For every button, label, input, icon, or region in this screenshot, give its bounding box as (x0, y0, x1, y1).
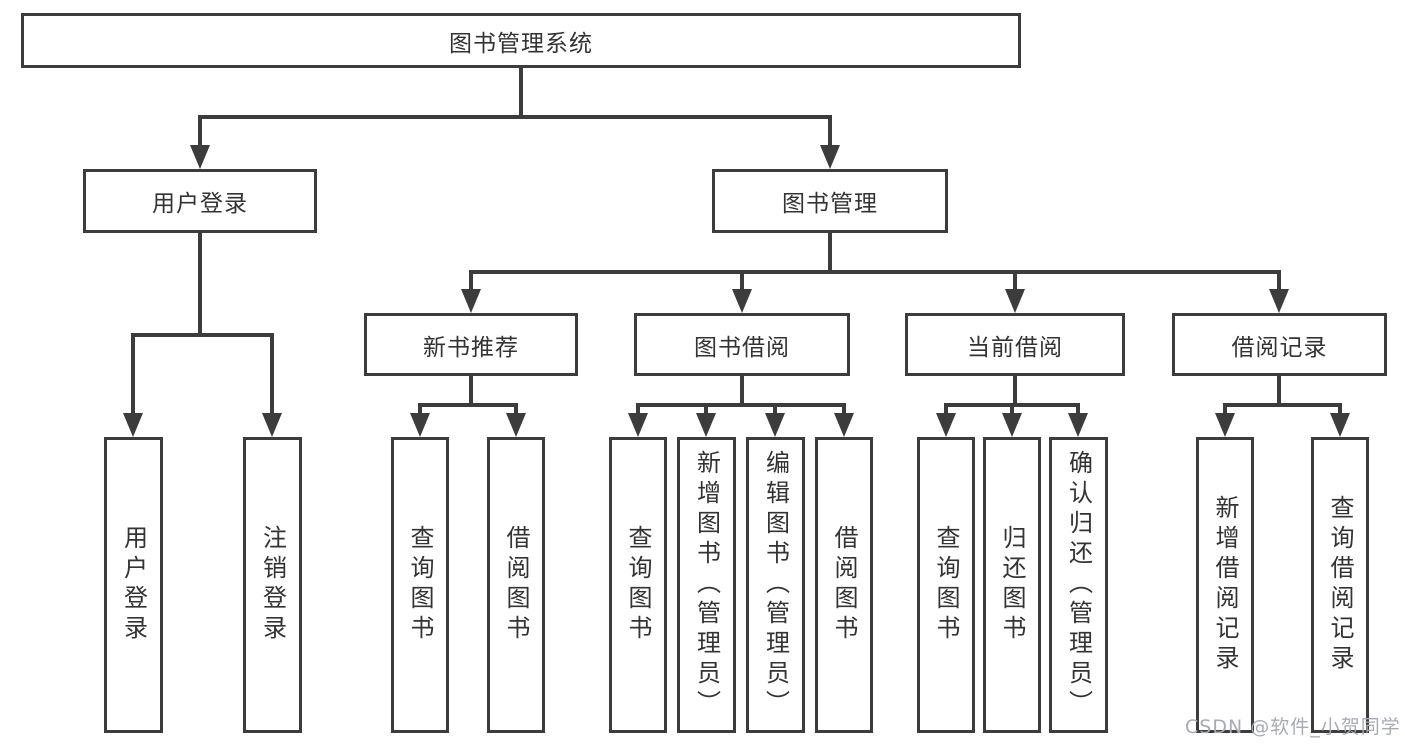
arrow-down-icon (262, 413, 282, 437)
node-library-system-root: 图书管理系统 (21, 13, 1021, 68)
connector-to-leaf-line (270, 333, 274, 415)
connector-to-node-line (469, 270, 473, 291)
connector-to-leaf-line (1010, 403, 1014, 415)
leaf-user-login: 用户登录 (104, 437, 163, 733)
leaf-label: 用户登录 (119, 525, 148, 645)
connector-book-management-stem (828, 233, 832, 274)
arrow-down-icon (123, 413, 143, 437)
leaf-borrow-books-recommend: 借阅图书 (487, 437, 545, 733)
leaf-query-books-borrow: 查询图书 (609, 437, 667, 733)
leaf-return-books: 归还图书 (983, 437, 1041, 733)
node-user-login: 用户登录 (83, 169, 317, 233)
leaf-label: 确认归还（管理员） (1064, 450, 1093, 720)
connector-new-book-stem (469, 376, 473, 407)
arrow-down-icon (1068, 413, 1088, 437)
arrow-down-icon (732, 289, 752, 313)
node-book-borrow: 图书借阅 (634, 313, 850, 376)
arrow-down-icon (1005, 289, 1025, 313)
connector-to-leaf-line (1338, 403, 1342, 415)
node-label: 新书推荐 (423, 334, 519, 361)
connector-to-leaf-line (131, 333, 135, 415)
arrow-down-icon (765, 413, 785, 437)
node-label: 用户登录 (152, 191, 248, 217)
leaf-label: 注销登录 (258, 525, 287, 645)
connector-to-leaf-line (842, 403, 846, 415)
connector-to-leaf-line (636, 403, 640, 415)
connector-to-node-line (1013, 270, 1017, 291)
connector-book-borrow-hline (636, 403, 846, 407)
connector-borrow-records-hline (1223, 403, 1342, 407)
connector-root-hline (198, 115, 832, 119)
node-current-borrow: 当前借阅 (905, 313, 1125, 376)
arrow-down-icon (1002, 413, 1022, 437)
connector-to-user-login-line (198, 115, 202, 147)
arrow-down-icon (190, 145, 210, 169)
leaf-label: 查询图书 (624, 525, 652, 645)
leaf-label: 查询图书 (406, 525, 434, 645)
node-label: 图书管理 (782, 191, 878, 217)
node-label: 借阅记录 (1231, 334, 1328, 361)
leaf-label: 新增图书（管理员） (692, 450, 721, 720)
arrow-down-icon (410, 413, 430, 437)
csdn-watermark: CSDN @软件_小贺同学 (1185, 716, 1401, 738)
connector-current-borrow-stem (1013, 376, 1017, 407)
connector-to-leaf-line (773, 403, 777, 415)
leaf-add-borrow-record: 新增借阅记录 (1196, 437, 1254, 733)
connector-to-leaf-line (418, 403, 422, 415)
leaf-label: 查询图书 (932, 525, 960, 645)
leaf-label: 新增借阅记录 (1211, 495, 1239, 675)
connector-to-leaf-line (1223, 403, 1227, 415)
node-label: 图书借阅 (694, 334, 790, 361)
node-label: 当前借阅 (967, 334, 1063, 361)
leaf-label: 查询借阅记录 (1326, 495, 1354, 675)
leaf-label: 编辑图书（管理员） (761, 450, 790, 720)
connector-book-borrow-stem (740, 376, 744, 407)
connector-user-login-hline (131, 333, 274, 337)
arrow-down-icon (820, 145, 840, 169)
leaf-label: 借阅图书 (502, 525, 530, 645)
connector-to-leaf-line (944, 403, 948, 415)
connector-user-login-stem (198, 233, 202, 335)
arrow-down-icon (1330, 413, 1350, 437)
connector-to-node-line (740, 270, 744, 291)
leaf-logout-login: 注销登录 (243, 437, 302, 733)
connector-to-leaf-line (514, 403, 518, 415)
leaf-query-books-current: 查询图书 (917, 437, 975, 733)
leaf-label: 借阅图书 (830, 525, 858, 645)
leaf-borrow-books: 借阅图书 (815, 437, 873, 733)
arrow-down-icon (696, 413, 716, 437)
arrow-down-icon (936, 413, 956, 437)
leaf-add-books-admin: 新增图书（管理员） (677, 437, 736, 733)
node-new-book-recommend: 新书推荐 (364, 313, 578, 376)
arrow-down-icon (1269, 289, 1289, 313)
connector-to-leaf-line (704, 403, 708, 415)
arrow-down-icon (628, 413, 648, 437)
leaf-query-borrow-record: 查询借阅记录 (1311, 437, 1369, 733)
node-label: 图书管理系统 (449, 30, 593, 57)
node-book-management: 图书管理 (712, 169, 948, 233)
connector-book-management-hline (469, 270, 1281, 274)
arrow-down-icon (834, 413, 854, 437)
arrow-down-icon (506, 413, 526, 437)
connector-to-book-management-line (828, 115, 832, 147)
connector-new-book-hline (418, 403, 518, 407)
node-borrow-records: 借阅记录 (1172, 313, 1387, 376)
connector-to-node-line (1277, 270, 1281, 291)
arrow-down-icon (461, 289, 481, 313)
connector-to-leaf-line (1076, 403, 1080, 415)
connector-root-stem (519, 68, 523, 119)
connector-borrow-records-stem (1277, 376, 1281, 407)
leaf-query-books-recommend: 查询图书 (391, 437, 449, 733)
leaf-confirm-return-admin: 确认归还（管理员） (1049, 437, 1108, 733)
leaf-label: 归还图书 (998, 525, 1026, 645)
leaf-edit-books-admin: 编辑图书（管理员） (746, 437, 805, 733)
arrow-down-icon (1215, 413, 1235, 437)
